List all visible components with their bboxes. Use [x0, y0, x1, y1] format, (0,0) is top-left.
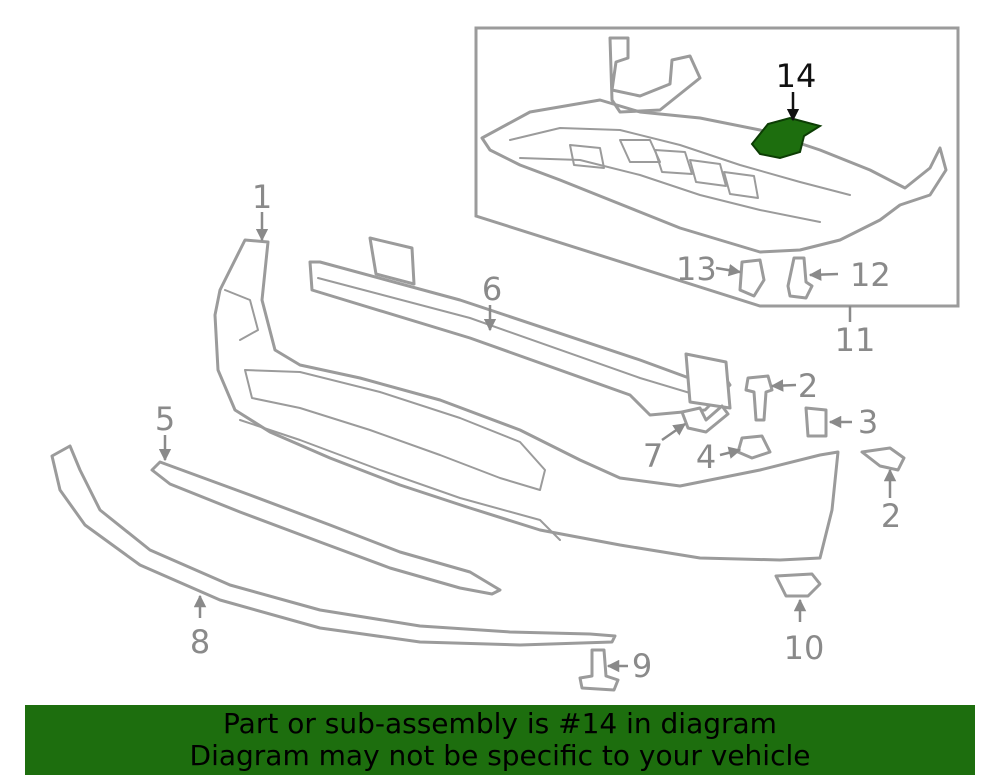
callout-6: 6 — [482, 270, 502, 308]
callout-2b: 2 — [881, 497, 901, 535]
callout-11: 11 — [835, 321, 876, 359]
clip-3 — [804, 406, 828, 438]
callout-8: 8 — [190, 623, 210, 661]
screw-12 — [786, 256, 814, 300]
parts-diagram: 1 2 2 3 4 5 6 7 8 9 10 11 12 13 14 — [50, 26, 960, 692]
callout-12: 12 — [850, 256, 891, 294]
callout-4: 4 — [696, 438, 716, 476]
callout-14: 14 — [776, 57, 817, 95]
callout-10: 10 — [784, 629, 825, 667]
lower-molding — [150, 460, 502, 596]
nut-4 — [736, 434, 772, 460]
callout-7: 7 — [643, 437, 663, 475]
callout-2a: 2 — [798, 367, 818, 405]
banner-line-2: Diagram may not be specific to your vehi… — [189, 739, 811, 772]
info-banner: Part or sub-assembly is #14 in diagram D… — [25, 705, 975, 775]
shield-inset — [474, 26, 960, 308]
reinforcement-beam — [308, 236, 732, 417]
clip-10 — [774, 572, 822, 598]
callout-9: 9 — [632, 647, 652, 685]
fastener-2b — [860, 446, 906, 472]
bolt-13 — [738, 258, 766, 298]
lower-trim-strip — [50, 444, 617, 647]
banner-line-1: Part or sub-assembly is #14 in diagram — [223, 707, 777, 740]
bumper-cover — [213, 238, 840, 562]
callout-3: 3 — [858, 403, 878, 441]
bolt-7 — [680, 404, 730, 434]
callout-1: 1 — [252, 178, 272, 216]
callout-5: 5 — [155, 400, 175, 438]
screw-9 — [578, 648, 620, 692]
fastener-2a — [744, 374, 774, 422]
callout-13: 13 — [676, 250, 717, 288]
